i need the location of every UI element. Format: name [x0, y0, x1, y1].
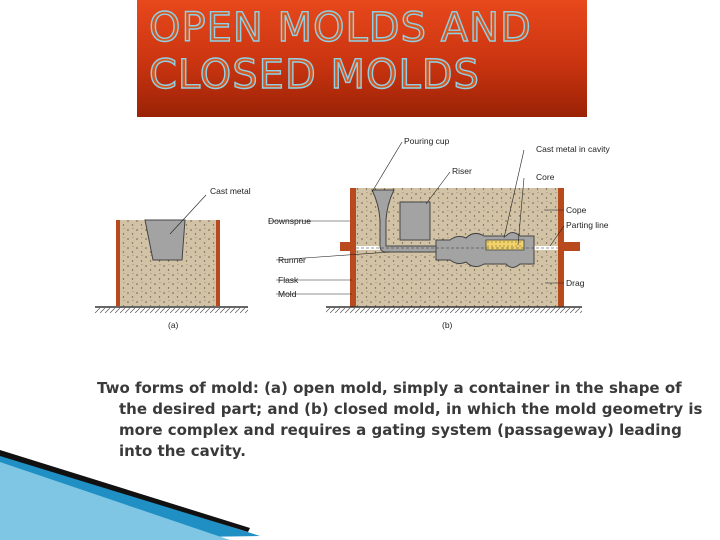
label-drag: Drag [566, 278, 585, 288]
flask-flange-left [340, 242, 356, 251]
label-cope: Cope [566, 205, 587, 215]
decorative-swoosh [0, 450, 260, 540]
label-core: Core [536, 172, 555, 182]
label-panel-b: (b) [442, 320, 453, 330]
label-cast-metal: Cast metal [210, 186, 251, 196]
cast-metal-a [144, 219, 186, 261]
label-pouring-cup: Pouring cup [404, 136, 450, 146]
mold-diagram: Cast metal Downsprue Pouring cup Riser C… [95, 136, 610, 330]
label-mold: Mold [278, 289, 297, 299]
title-banner: OPEN MOLDS AND CLOSED MOLDS [137, 0, 587, 117]
riser [399, 201, 431, 241]
slide-title-line-2: CLOSED MOLDS [148, 51, 480, 98]
label-downsprue: Downsprue [268, 216, 311, 226]
leader-lines [169, 141, 565, 295]
label-riser: Riser [452, 166, 472, 176]
label-flask: Flask [278, 275, 299, 285]
label-parting-line: Parting line [566, 220, 609, 230]
closed-mold [326, 188, 582, 313]
ground-hatch-a [95, 308, 248, 313]
flask-flange-right [558, 242, 580, 251]
label-cast-metal-in-cavity: Cast metal in cavity [536, 144, 610, 154]
ground-hatch-b [326, 308, 582, 313]
open-mold [95, 219, 248, 313]
flask-wall-right-a [216, 220, 220, 306]
label-panel-a: (a) [168, 320, 179, 330]
core [485, 239, 525, 251]
figure-caption: Two forms of mold: (a) open mold, simply… [97, 379, 703, 460]
swoosh-dark-line [0, 450, 250, 532]
flask-wall-left-a [116, 220, 120, 306]
swoosh-light-blue [0, 462, 230, 540]
label-runner: Runner [278, 255, 306, 265]
downsprue [371, 189, 439, 253]
slide-title-line-1: OPEN MOLDS AND [148, 4, 532, 51]
